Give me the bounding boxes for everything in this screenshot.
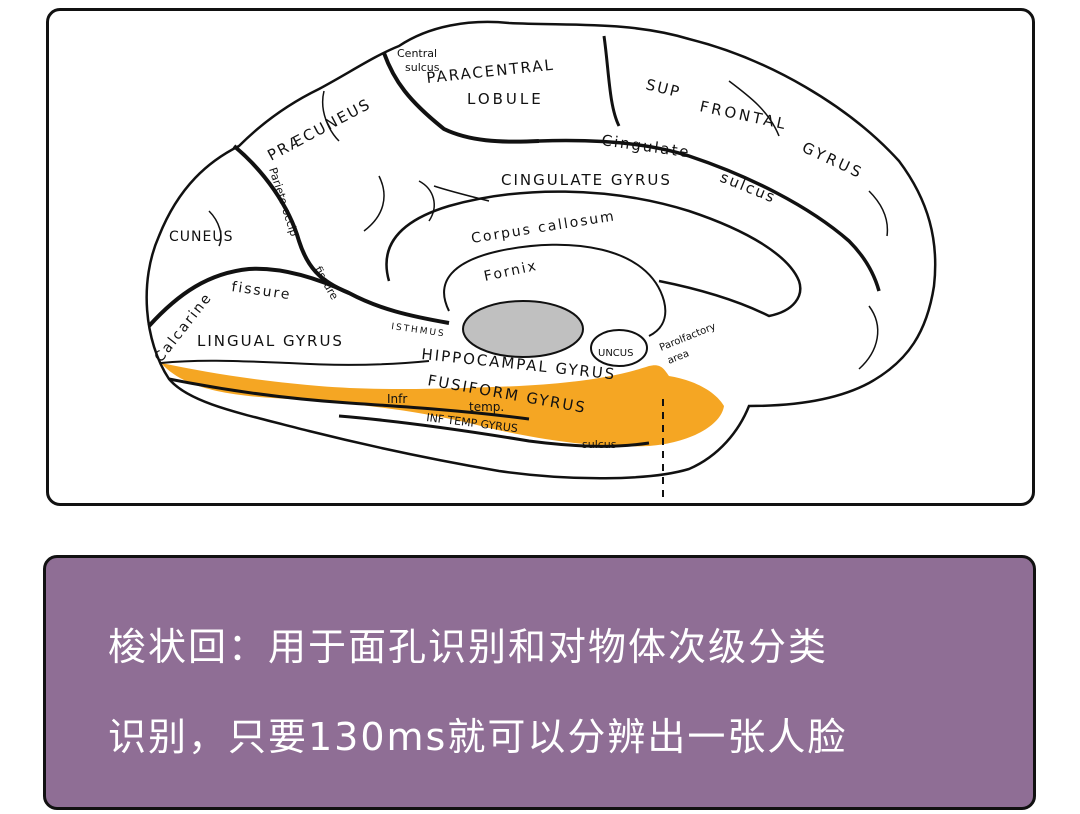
diagram-panel: Central sulcus PARACENTRAL LOBULE SUP FR… xyxy=(46,8,1035,506)
callout-text-line-2: 识别，只要130ms就可以分辨出一张人脸 xyxy=(108,715,848,759)
fornix-outline xyxy=(443,243,667,337)
gyrus-line xyxy=(728,80,780,137)
gyrus-line xyxy=(418,180,435,222)
thalamus-region xyxy=(462,300,584,358)
corpus-callosum-outline xyxy=(385,190,802,318)
central-sulcus-line xyxy=(382,52,540,144)
cingulate-sulcus-line xyxy=(538,138,881,292)
calcarine-fissure-line xyxy=(147,266,450,328)
brain-medial-diagram: Central sulcus PARACENTRAL LOBULE SUP FR… xyxy=(145,20,937,503)
gyrus-line xyxy=(363,175,385,232)
parieto-occipital-line xyxy=(232,144,350,295)
sup-frontal-sulcus-line xyxy=(602,35,621,127)
label-lobule: LOBULE xyxy=(467,90,544,108)
gyrus-line xyxy=(433,185,490,202)
label-lingual-gyrus: LINGUAL GYRUS xyxy=(197,332,344,350)
label-cingulate-gyrus: CINGULATE GYRUS xyxy=(501,171,672,189)
collateral-sulcus-line xyxy=(168,377,530,421)
uncus-region xyxy=(590,329,648,367)
lingual-lower-line xyxy=(160,359,430,366)
gyrus-line xyxy=(868,190,889,237)
label-infr: Infr xyxy=(387,392,407,406)
label-central-sulcus-2: sulcus xyxy=(405,61,440,74)
label-cuneus: CUNEUS xyxy=(169,229,233,245)
callout-panel: 梭状回：用于面孔识别和对物体次级分类 识别，只要130ms就可以分辨出一张人脸 xyxy=(43,555,1036,810)
callout-text-line-1: 梭状回：用于面孔识别和对物体次级分类 xyxy=(108,625,829,669)
inf-temp-sulcus-line xyxy=(338,414,650,448)
gyrus-line xyxy=(858,305,879,370)
label-uncus: UNCUS xyxy=(598,348,633,359)
label-temp: temp. xyxy=(469,400,504,414)
label-central-sulcus-1: Central xyxy=(397,47,437,60)
fusiform-highlight xyxy=(161,363,724,447)
gyrus-line xyxy=(322,90,340,142)
label-sulcus: sulcus xyxy=(582,438,617,451)
gyrus-line xyxy=(208,210,222,247)
